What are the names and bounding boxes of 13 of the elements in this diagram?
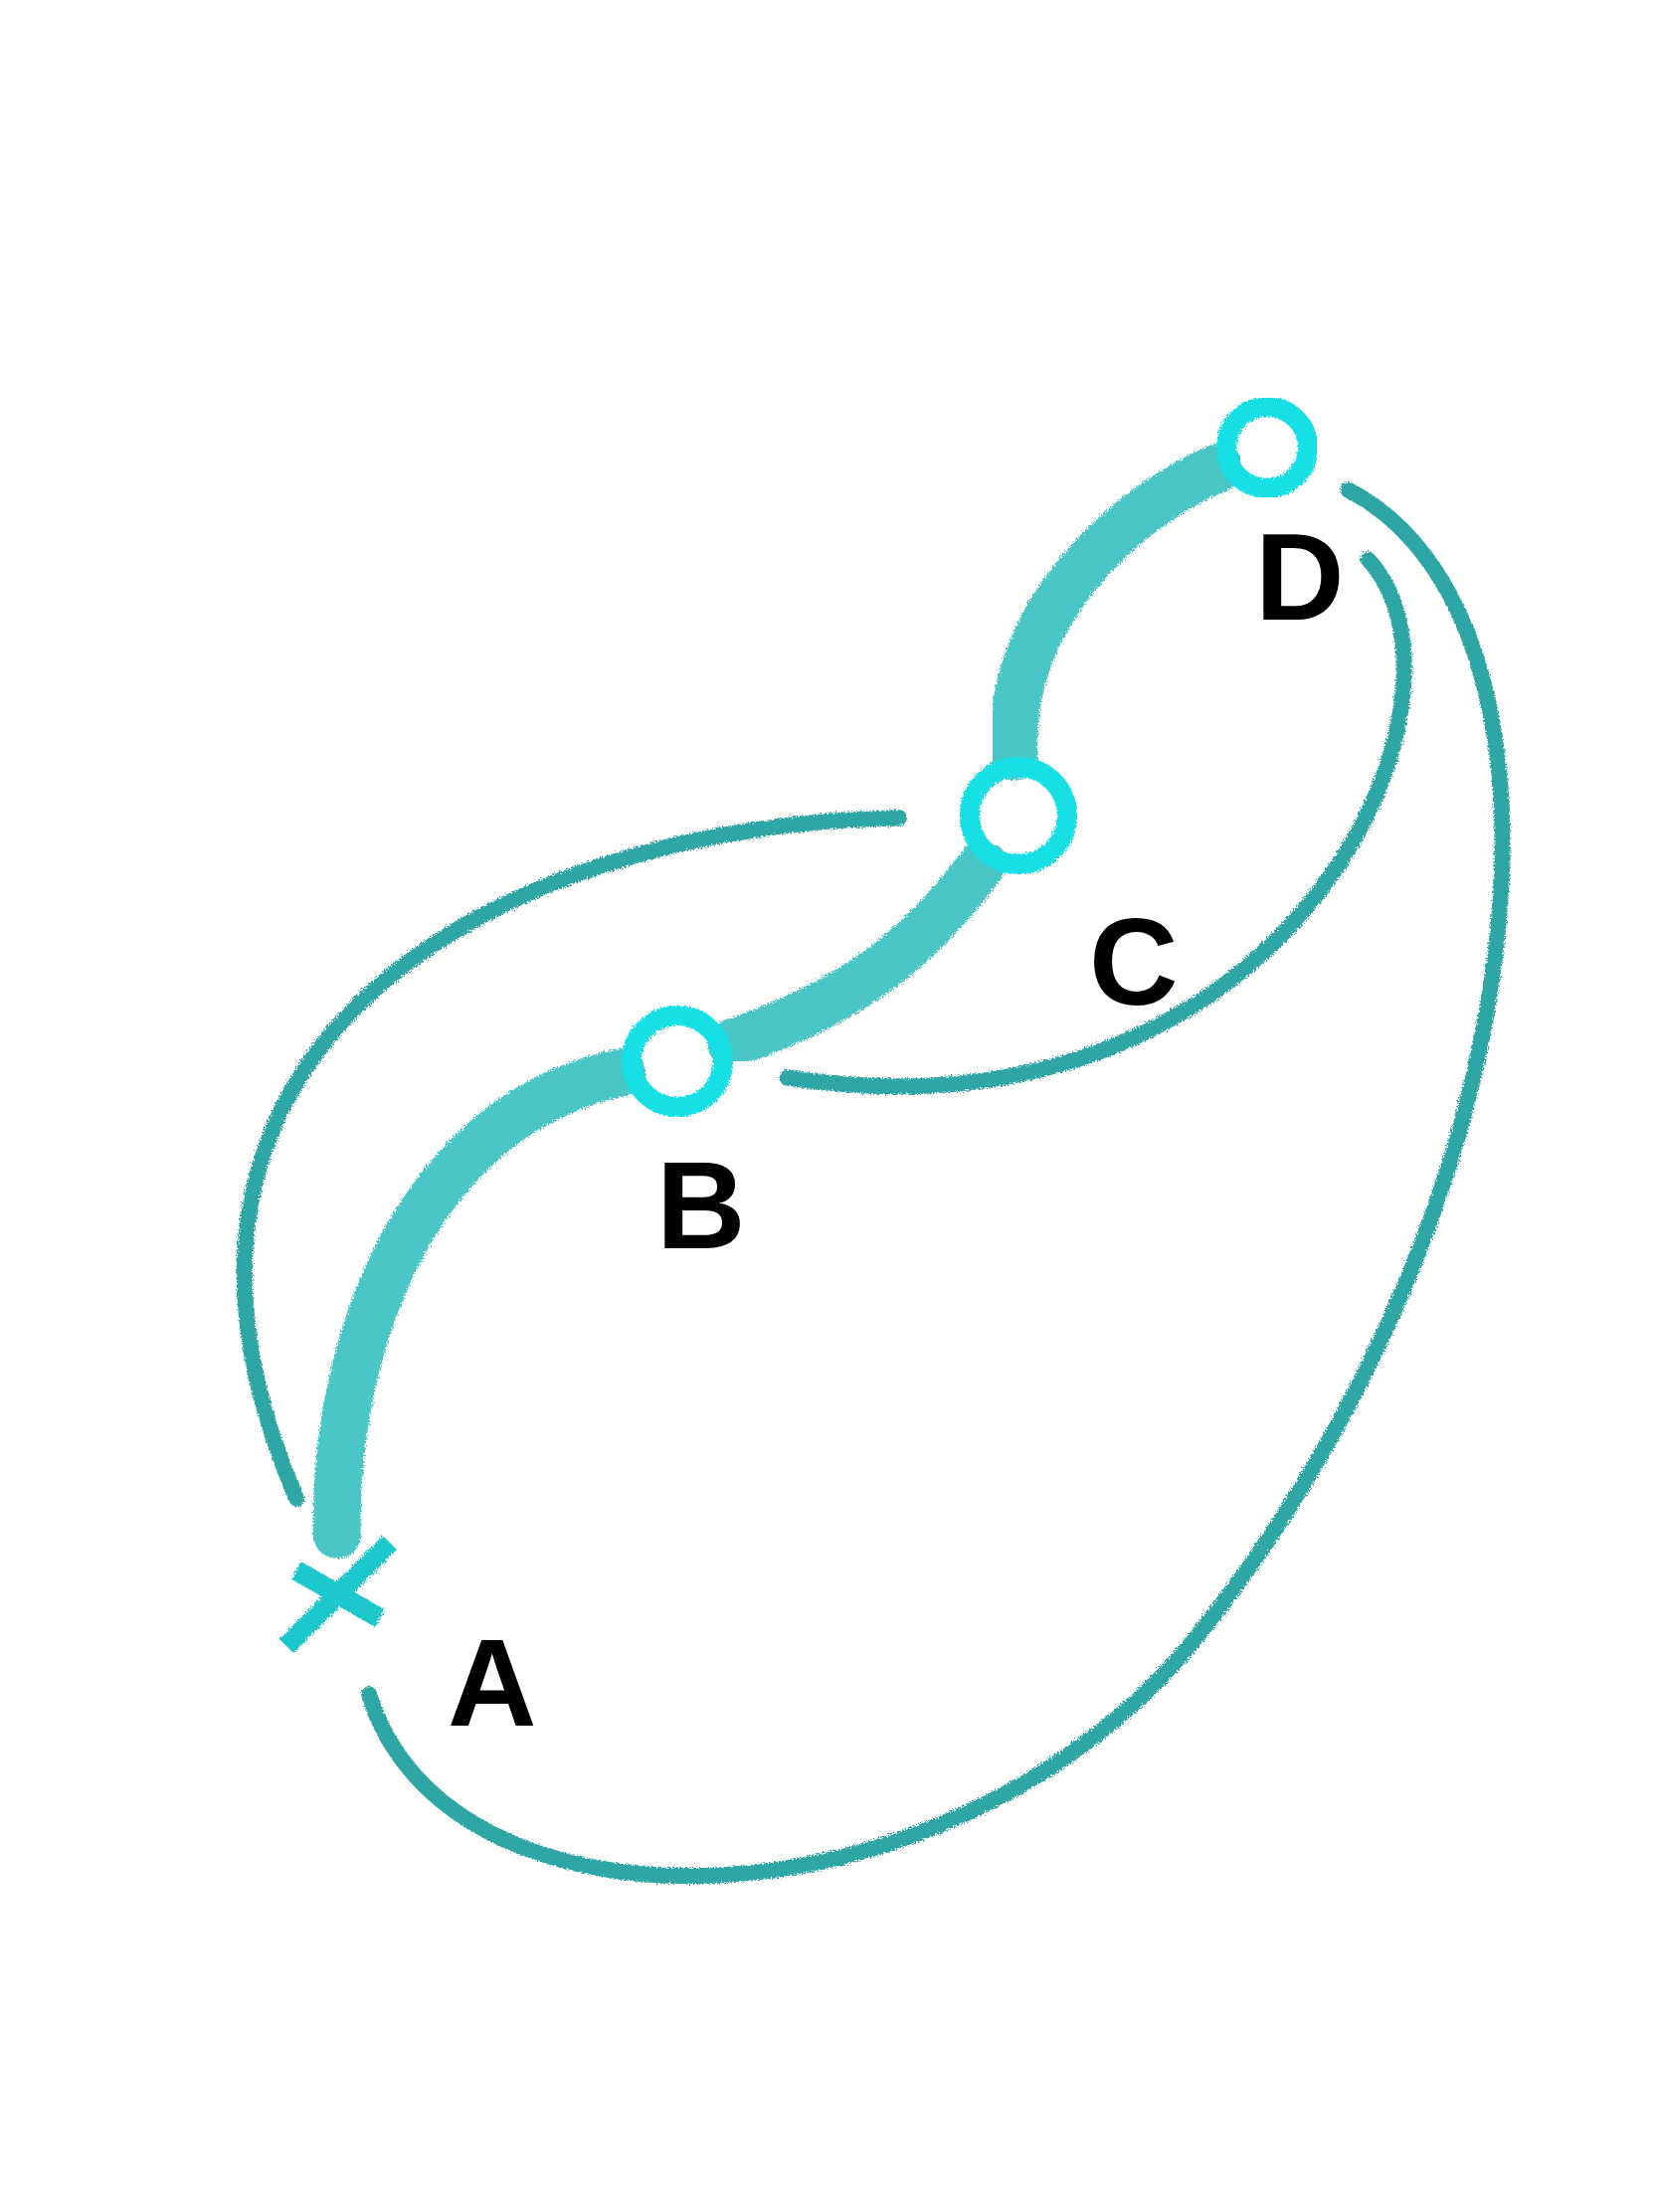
circle-marker: [621, 1005, 734, 1118]
curved-line: [707, 839, 1008, 1067]
point-label: A: [448, 1621, 537, 1745]
circle-marker: [959, 756, 1078, 875]
circle-marker: [1215, 396, 1319, 499]
curved-line: [779, 551, 1412, 1095]
point-label: D: [1255, 515, 1345, 639]
cross-marker: [278, 1535, 398, 1654]
curved-line: [312, 1048, 646, 1559]
curved-line: [360, 481, 1511, 1884]
point-label: C: [1089, 900, 1179, 1023]
curved-line: [237, 810, 907, 1507]
point-label: B: [656, 1144, 746, 1267]
